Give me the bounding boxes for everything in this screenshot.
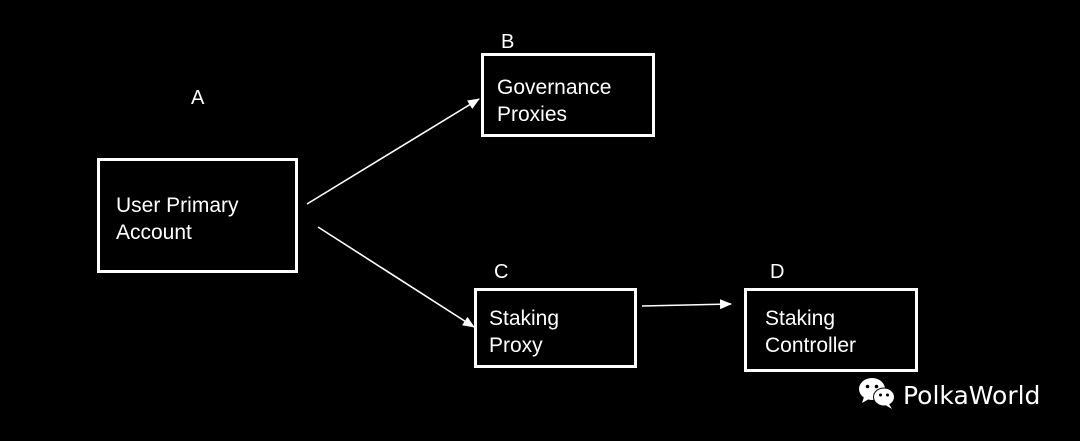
wechat-icon [857, 376, 897, 415]
node-b-tag: B [501, 31, 515, 53]
watermark-text: PolkaWorld [903, 380, 1041, 410]
node-c-tag: C [494, 261, 509, 283]
arrow-a-to-b [306, 98, 480, 205]
node-d-tag: D [770, 261, 785, 283]
arrow-c-to-d [641, 299, 732, 310]
staking-proxy-box[interactable]: Staking Proxy [474, 288, 637, 368]
node-d-label: Staking Controller [765, 307, 857, 357]
governance-proxies-box[interactable]: Governance Proxies [481, 53, 655, 137]
node-a-label: User Primary Account [116, 194, 239, 244]
arrow-a-to-c [317, 226, 475, 328]
watermark: PolkaWorld [857, 376, 1041, 415]
node-c-label: Staking Proxy [489, 307, 560, 357]
node-b-label: Governance Proxies [497, 76, 612, 126]
node-a-tag: A [191, 87, 205, 109]
staking-controller-box[interactable]: Staking Controller [744, 288, 918, 372]
user-primary-account-box[interactable]: User Primary Account [97, 158, 298, 273]
